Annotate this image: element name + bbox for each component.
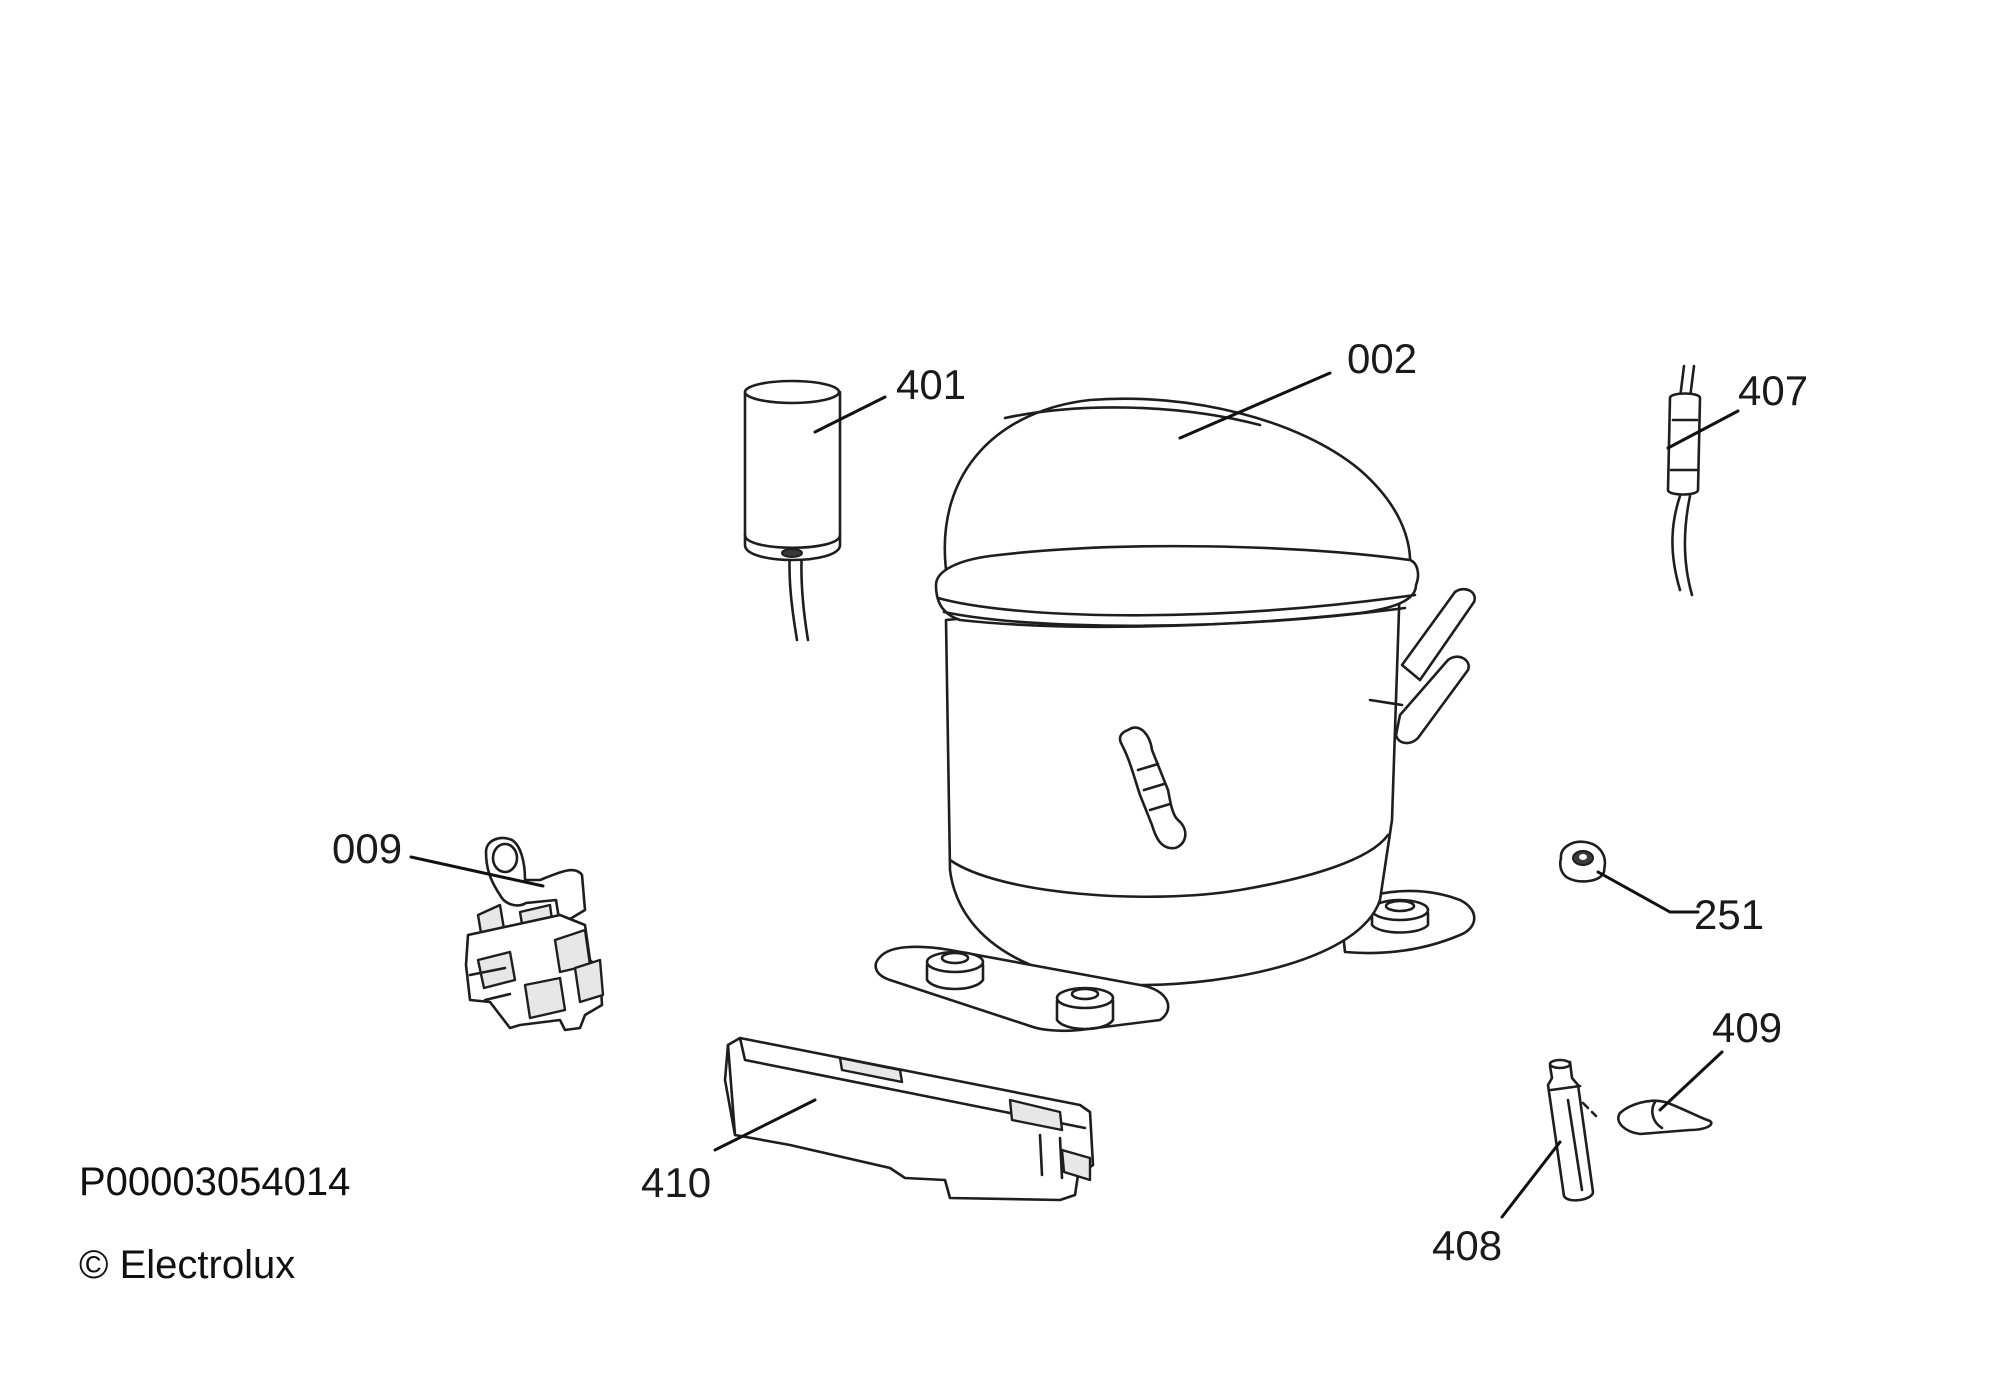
callout-410: 410 bbox=[641, 1159, 711, 1206]
leader-410 bbox=[713, 1098, 817, 1152]
leader-409 bbox=[1658, 1050, 1724, 1112]
leader-408 bbox=[1500, 1140, 1562, 1219]
leader-407 bbox=[1666, 409, 1740, 450]
clip-409-drawing bbox=[1581, 1099, 1713, 1136]
sensor-407-drawing bbox=[1666, 364, 1702, 597]
callout-407: 407 bbox=[1738, 367, 1808, 414]
drier-408-drawing bbox=[1546, 1058, 1595, 1202]
leader-401 bbox=[813, 395, 887, 434]
capacitor-401-drawing bbox=[743, 379, 842, 642]
part-code: P00003054014 bbox=[79, 1160, 351, 1204]
callout-251: 251 bbox=[1694, 891, 1764, 938]
grommet-251-drawing bbox=[1558, 840, 1607, 883]
copyright-notice: © Electrolux bbox=[79, 1243, 296, 1287]
compressor-002-drawing bbox=[874, 397, 1477, 1033]
callout-002: 002 bbox=[1347, 335, 1417, 382]
leader-009 bbox=[409, 855, 545, 888]
leader-251 bbox=[1596, 870, 1700, 914]
leader-lines bbox=[409, 371, 1740, 1219]
callout-408: 408 bbox=[1432, 1222, 1502, 1269]
cover-410-drawing bbox=[723, 1036, 1095, 1202]
callout-009: 009 bbox=[332, 825, 402, 872]
relay-009-drawing bbox=[464, 836, 605, 1032]
callout-labels: 401 002 407 009 251 409 410 408 bbox=[332, 335, 1808, 1269]
callout-401: 401 bbox=[896, 361, 966, 408]
callout-409: 409 bbox=[1712, 1004, 1782, 1051]
leader-002 bbox=[1178, 371, 1332, 440]
